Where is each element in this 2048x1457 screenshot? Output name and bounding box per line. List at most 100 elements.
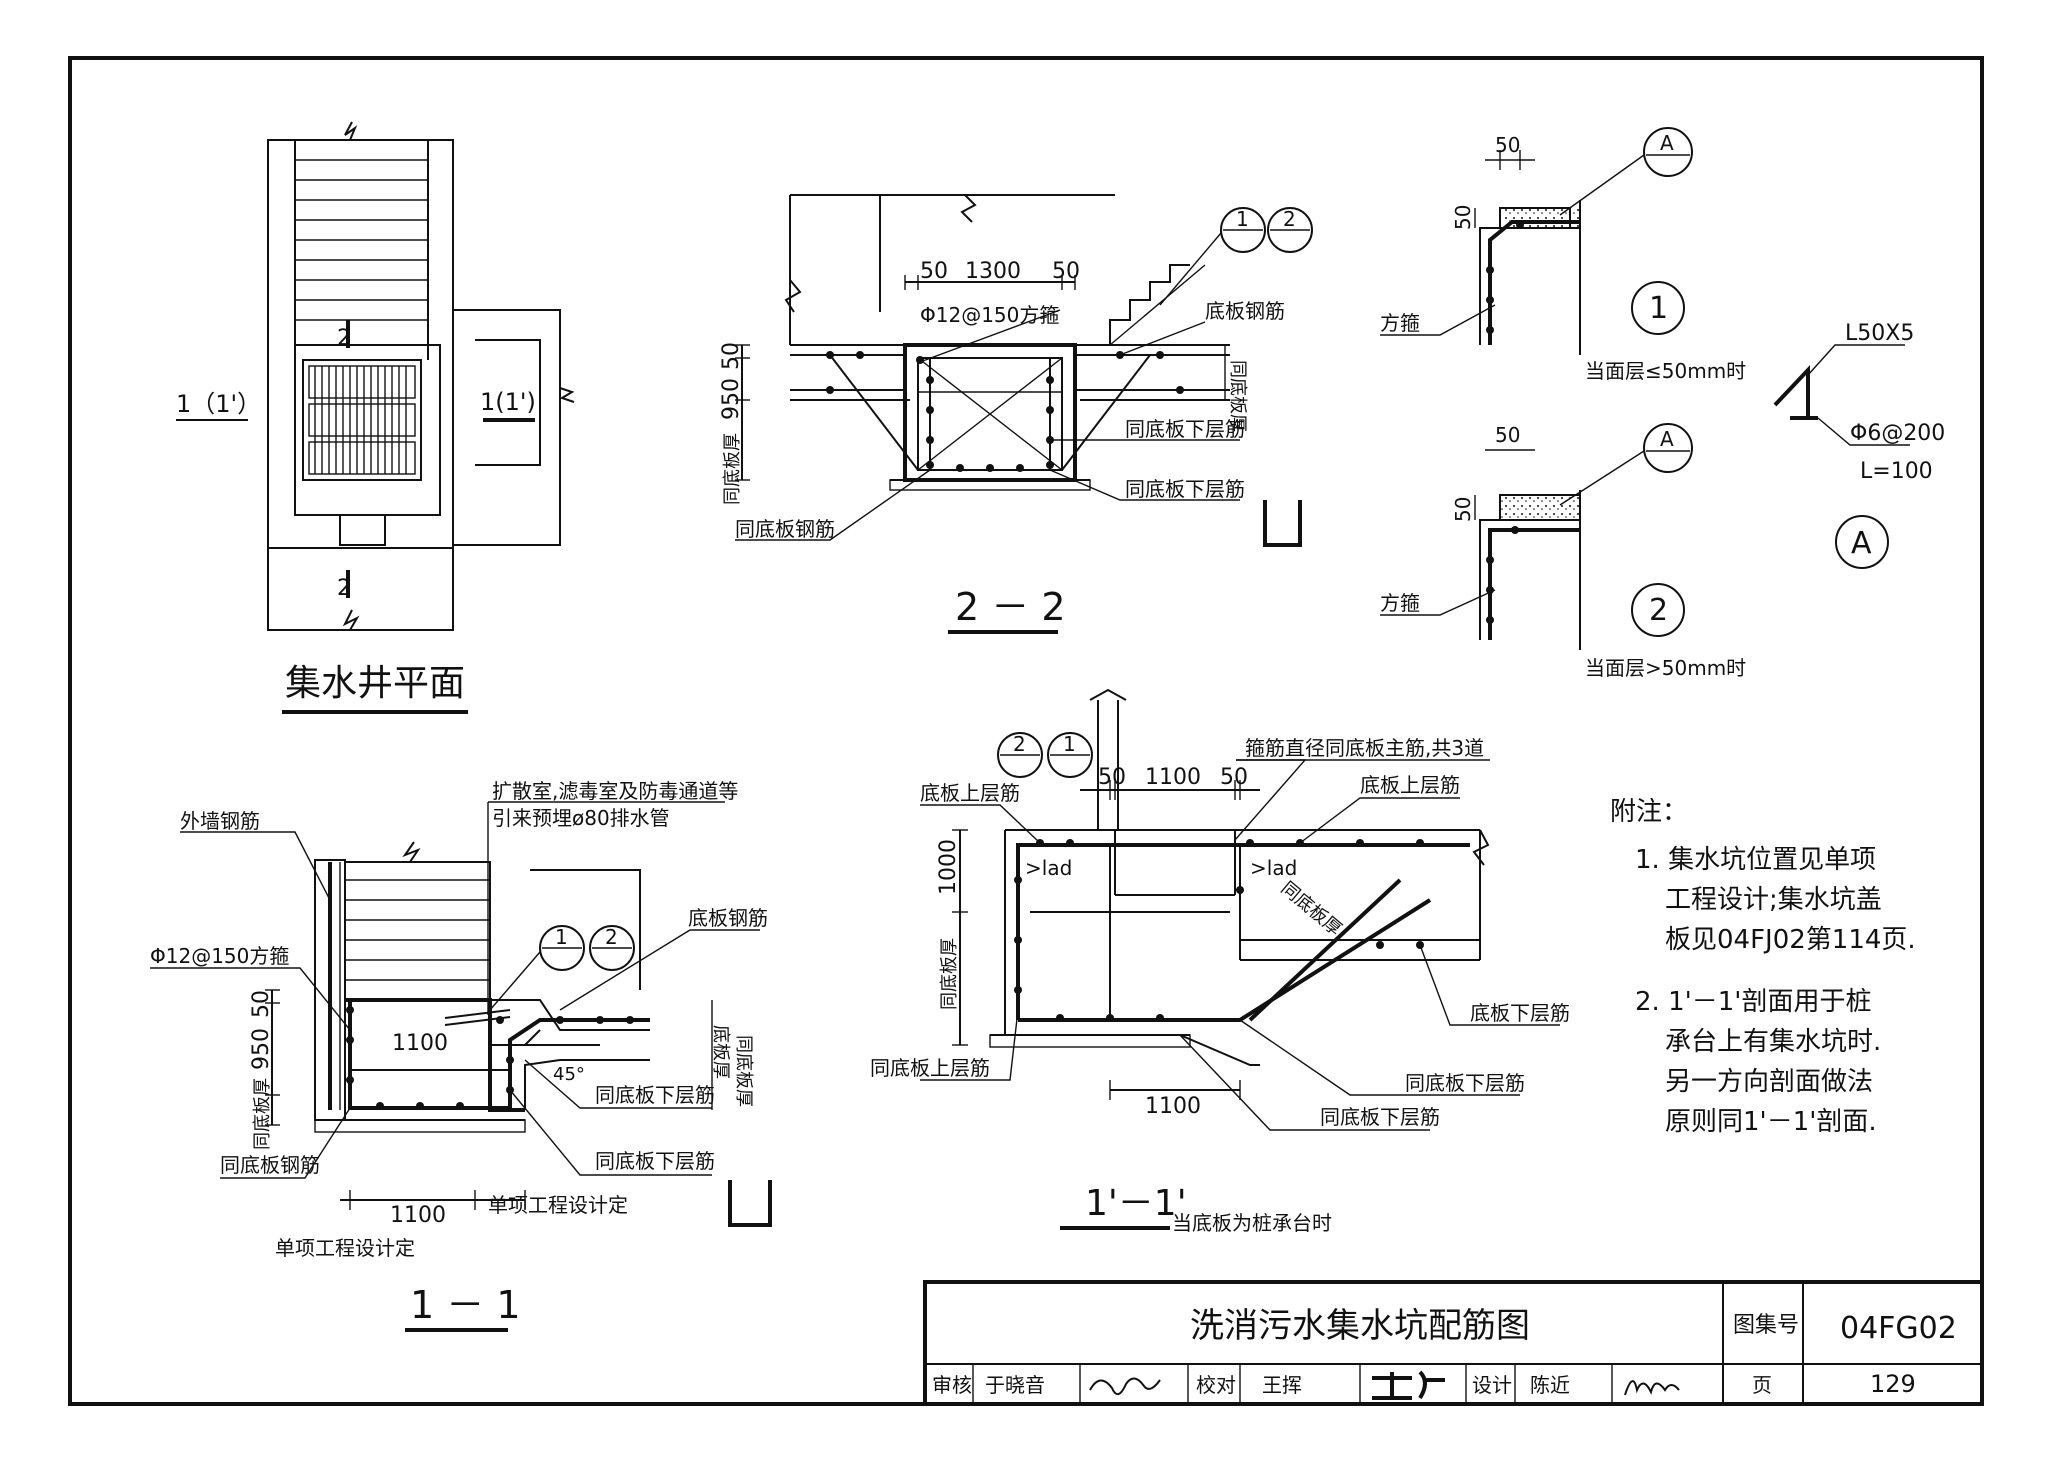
da-length: L=100 [1860, 459, 1933, 484]
notes-heading: 附注： [1610, 797, 1688, 827]
title-block: 洗消污水集水坑配筋图 图集号 04FG02 审核 于晓音 校对 王挥 设计 陈近… [923, 1280, 1984, 1406]
detail-a: L50X5 Φ6@200 L=100 A [1773, 321, 1945, 569]
detail-2: 50 50 A 方箍 2 当面层>50mm时 [1380, 423, 1746, 680]
s22-stirrup-label: Φ12@150方箍 [920, 303, 1059, 327]
da-angle: L50X5 [1845, 321, 1914, 346]
s22-lower-rebar-1: 同底板下层筋 [1125, 417, 1245, 441]
note-line-3: 2. 1'－1'剖面用于桩 [1635, 987, 1871, 1017]
d1-note: 当面层≤50mm时 [1585, 359, 1746, 383]
s22-title: 2 － 2 [955, 585, 1066, 629]
note-line-4: 承台上有集水坑时. [1665, 1027, 1881, 1057]
s11-slab-thickness-2: 同底板厚 [733, 1035, 754, 1107]
d1-bubble-a: A [1660, 131, 1674, 155]
s22-slab-rebar: 同底板钢筋 [735, 517, 835, 541]
s11-dim-left-0: 50 [249, 990, 274, 1018]
plan-section-22-top: 2 [337, 326, 351, 351]
s22-dim-top-1: 1300 [965, 259, 1021, 284]
plan-section-left: 1（1'） [176, 390, 261, 418]
d2-dim-top: 50 [1495, 423, 1520, 447]
s1p-slab-thickness-left: 同底板厚 [939, 938, 960, 1010]
s1p-lower-rebar: 底板下层筋 [1470, 1001, 1570, 1025]
da-bar: Φ6@200 [1850, 421, 1945, 446]
s22-dim-top-2: 50 [1052, 259, 1080, 284]
tb-atlas-label: 图集号 [1733, 1313, 1799, 1338]
tb-page-label: 页 [1752, 1373, 1772, 1397]
s11-slab-thickness-left: 同底板厚 [252, 1078, 273, 1150]
s1p-bubble-1: 1 [1063, 732, 1076, 756]
s11-outer-wall: 外墙钢筋 [180, 809, 260, 833]
s1p-dim-bottom: 1100 [1145, 1094, 1201, 1119]
s1p-dim-top-2: 50 [1220, 765, 1248, 790]
s1p-subtitle: 当底板为桩承台时 [1172, 1211, 1332, 1235]
s11-bubble-1: 1 [555, 925, 568, 949]
tb-designer: 陈近 [1530, 1373, 1570, 1397]
notes: 附注： 1. 集水坑位置见单项 工程设计;集水坑盖 板见04FJ02第114页.… [1610, 797, 1916, 1137]
tb-page-no: 129 [1870, 1370, 1916, 1398]
s22-dim-left-0: 50 [719, 342, 744, 370]
da-marker: A [1851, 526, 1872, 561]
s11-dim-bottom: 1100 [390, 1203, 446, 1228]
s11-angle: 45° [553, 1064, 585, 1085]
tb-review-label: 审核 [932, 1373, 972, 1397]
s11-lower-rebar-2: 同底板下层筋 [595, 1149, 715, 1173]
s22-dim-left-1: 950 [719, 378, 744, 420]
tb-reviewer-signature [1089, 1377, 1161, 1395]
d2-stirrup: 方箍 [1380, 591, 1420, 615]
s22-slab-thickness: 同底板厚 [722, 433, 743, 505]
s11-project-2: 单项工程设计定 [275, 1236, 415, 1260]
s1p-bubble-2: 2 [1013, 732, 1026, 756]
s1p-lower-same-1: 同底板下层筋 [1405, 1071, 1525, 1095]
s1p-title: 1'－1' [1085, 1183, 1187, 1224]
note-line-6: 原则同1'－1'剖面. [1665, 1107, 1877, 1137]
d1-stirrup: 方箍 [1380, 311, 1420, 335]
s1p-lower-same-2: 同底板下层筋 [1320, 1105, 1440, 1129]
s22-lower-rebar-2: 同底板下层筋 [1125, 477, 1245, 501]
s1p-upper-rebar-right: 底板上层筋 [1360, 773, 1460, 797]
s1p-dim-top-0: 50 [1098, 765, 1126, 790]
d1-dim-top: 50 [1495, 133, 1520, 157]
s22-bottom-slab-rebar: 底板钢筋 [1205, 299, 1285, 323]
s22-slab-thickness-right: 同底板厚 [1227, 360, 1248, 432]
s11-stirrup: Φ12@150方箍 [150, 944, 289, 968]
d2-note: 当面层>50mm时 [1585, 656, 1746, 680]
s11-slab-rebar: 同底板钢筋 [220, 1153, 320, 1177]
s1p-stirrup-note: 箍筋直径同底板主筋,共3道 [1245, 736, 1484, 760]
tb-check-label: 校对 [1196, 1373, 1236, 1397]
s11-pipe: 引来预埋ø80排水管 [492, 806, 670, 830]
s22-bubble-2: 2 [1283, 207, 1296, 231]
note-line-0: 1. 集水坑位置见单项 [1635, 845, 1876, 875]
tb-checker-signature [1372, 1370, 1445, 1400]
plan-view: 2 2 1（1'） 1(1') 集水井平面 [176, 121, 575, 714]
d1-marker: 1 [1649, 291, 1668, 326]
plan-title: 集水井平面 [285, 663, 465, 704]
d2-marker: 2 [1649, 593, 1668, 628]
s1p-upper-rebar-left: 底板上层筋 [920, 781, 1020, 805]
d2-bubble-a: A [1660, 427, 1674, 451]
d1-dim-side: 50 [1451, 205, 1475, 230]
note-line-1: 工程设计;集水坑盖 [1665, 885, 1882, 915]
s11-title: 1 － 1 [410, 1283, 521, 1327]
section-1-1: 50 950 同底板厚 1100 45° 1100 底板厚 同底板厚 1 2 外… [150, 779, 772, 1332]
tb-design-label: 设计 [1472, 1373, 1512, 1397]
tb-drawing-title: 洗消污水集水坑配筋图 [1190, 1306, 1530, 1346]
s11-dim-inner: 1100 [392, 1031, 448, 1056]
s22-bubble-1: 1 [1236, 207, 1249, 231]
s1p-upper-same: 同底板上层筋 [870, 1056, 990, 1080]
detail-1: 50 50 A 方箍 1 当面层≤50mm时 [1380, 127, 1746, 383]
s1p-lad-2: >lad [1250, 856, 1297, 880]
tb-designer-signature [1624, 1380, 1680, 1396]
s1p-slab-thickness-diag: 同底板厚 [1277, 878, 1346, 940]
s11-bottom-rebar: 底板钢筋 [688, 906, 768, 930]
section-1p-1p: 50 1100 50 1000 同底板厚 1100 >lad >lad 同底板厚… [870, 688, 1570, 1235]
tb-checker: 王挥 [1262, 1373, 1302, 1397]
note-line-2: 板见04FJ02第114页. [1665, 925, 1916, 955]
s11-lower-rebar-1: 同底板下层筋 [595, 1083, 715, 1107]
tb-atlas-no: 04FG02 [1840, 1311, 1957, 1346]
note-line-5: 另一方向剖面做法 [1665, 1067, 1873, 1097]
s1p-dim-left: 1000 [936, 839, 961, 895]
s11-rooms: 扩散室,滤毒室及防毒通道等 [492, 779, 738, 803]
s11-bubble-2: 2 [605, 925, 618, 949]
s11-dim-left-1: 950 [249, 1028, 274, 1070]
section-2-2: 50 1300 50 50 950 同底板厚 同底板厚 1 2 Φ12@150方… [719, 194, 1313, 634]
